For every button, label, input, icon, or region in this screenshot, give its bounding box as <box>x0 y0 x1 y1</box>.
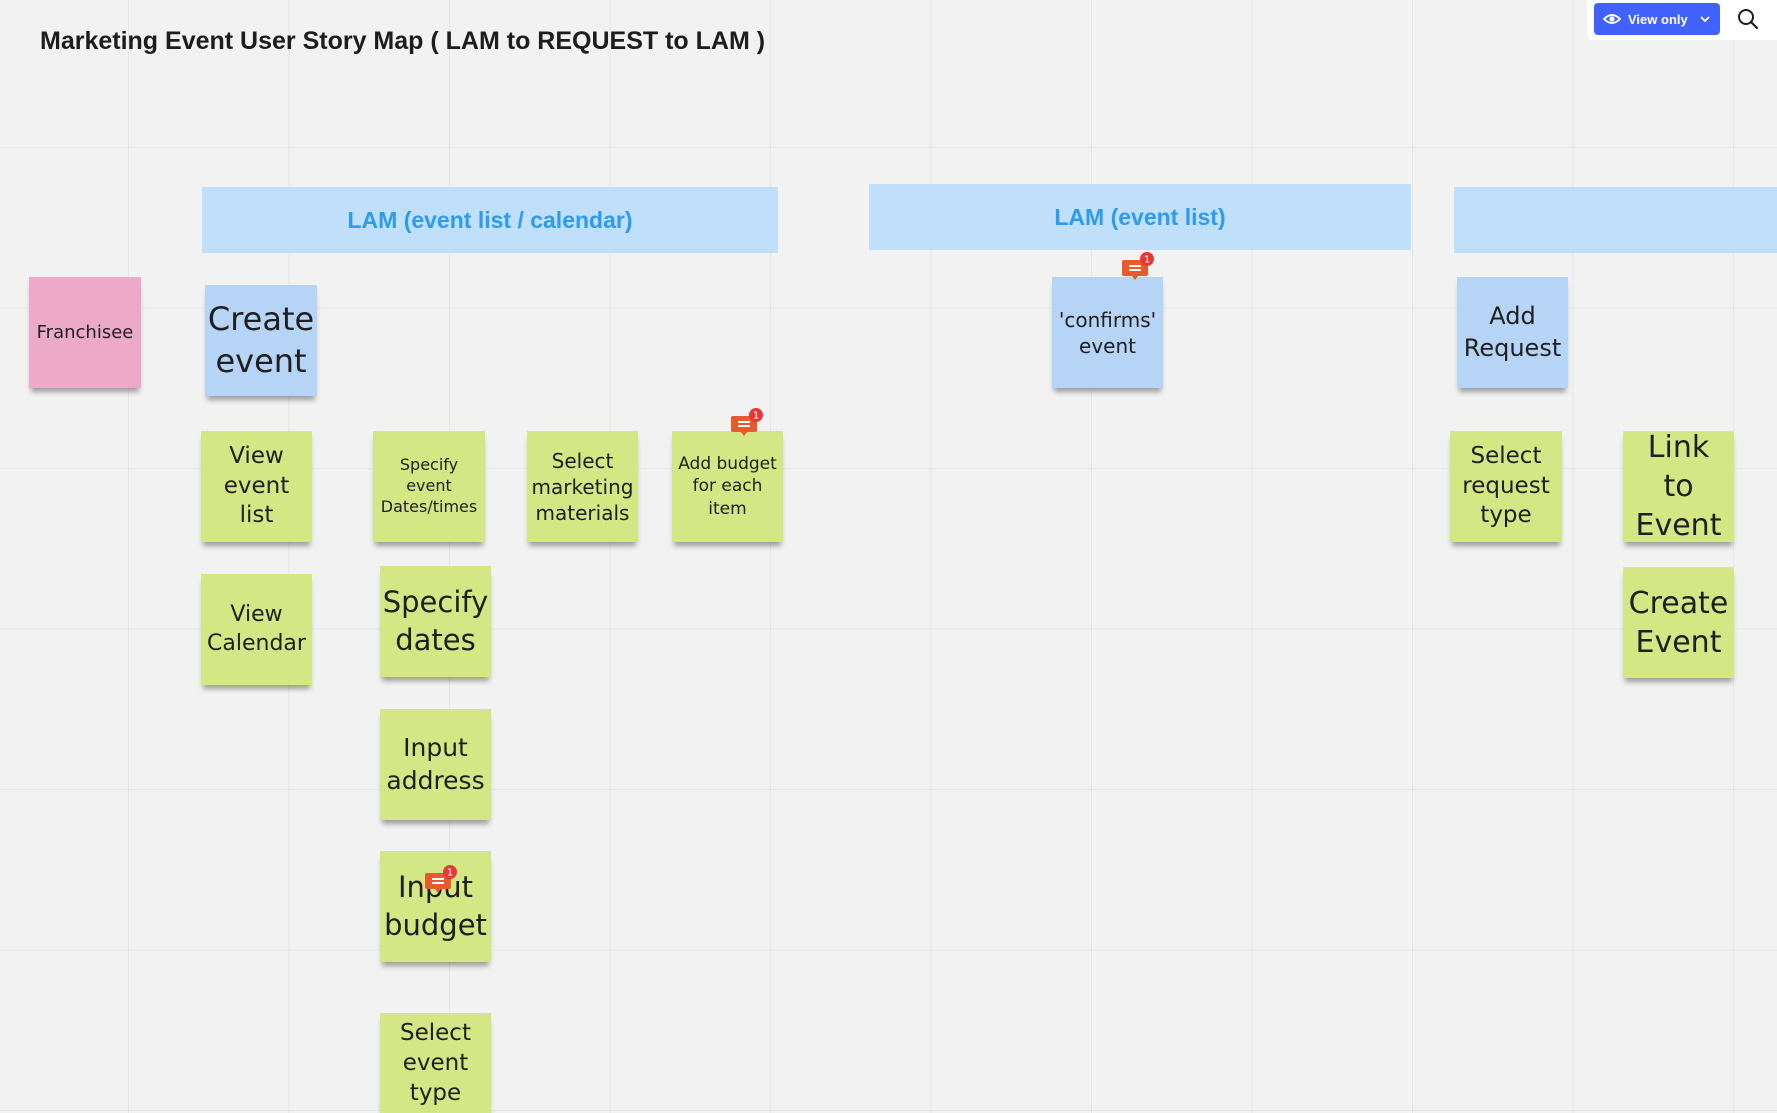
sticky-confirms-event[interactable]: 'confirms' event <box>1052 277 1163 388</box>
comment-icon[interactable]: 1 <box>1122 252 1154 282</box>
sticky-text: Create event <box>207 299 315 380</box>
comment-count: 1 <box>753 411 759 422</box>
sticky-link-to-event[interactable]: Link to Event <box>1623 430 1734 543</box>
sticky-select-event-type[interactable]: Select event type <box>380 1013 491 1113</box>
sticky-select-request-type[interactable]: Select request type <box>1450 431 1562 542</box>
sticky-text: View event list <box>223 442 290 529</box>
frame-title: LAM (event list) <box>1054 203 1226 230</box>
sticky-create-event[interactable]: Create event <box>205 285 317 396</box>
sticky-specify-event-dates[interactable]: Specify event Dates/times <box>373 431 485 542</box>
comment-icon[interactable]: 1 <box>425 865 457 895</box>
board-title: Marketing Event User Story Map ( LAM to … <box>40 27 766 55</box>
comment-count: 1 <box>1144 255 1150 266</box>
frame-lam-event-list-calendar[interactable]: LAM (event list / calendar) <box>202 187 778 253</box>
sticky-text: Specify dates <box>382 584 489 657</box>
sticky-text: Select marketing materials <box>531 448 634 525</box>
view-only-button[interactable]: View only <box>1594 3 1720 35</box>
sticky-input-budget[interactable]: Input budget <box>380 851 491 962</box>
sticky-add-budget-each-item[interactable]: Add budget for each item <box>672 431 783 542</box>
sticky-view-event-list[interactable]: View event list <box>201 431 312 542</box>
sticky-text: Select request type <box>1462 442 1550 529</box>
sticky-text: Link to Event <box>1635 430 1722 543</box>
frame-lam-event-list[interactable]: LAM (event list) <box>869 184 1411 250</box>
sticky-add-request[interactable]: Add Request <box>1457 277 1568 388</box>
sticky-text: Add Request <box>1463 302 1562 362</box>
sticky-franchisee[interactable]: Franchisee <box>29 277 141 388</box>
sticky-input-address[interactable]: Input address <box>380 709 491 820</box>
sticky-text: Input address <box>386 733 485 795</box>
sticky-view-calendar[interactable]: View Calendar <box>201 574 312 685</box>
sticky-text: Specify event Dates/times <box>380 455 478 516</box>
sticky-text: Add budget for each item <box>678 454 777 519</box>
sticky-select-marketing-materials[interactable]: Select marketing materials <box>527 431 638 542</box>
eye-icon <box>1602 9 1622 29</box>
comment-icon[interactable]: 1 <box>731 408 763 438</box>
sticky-text: 'confirms' event <box>1058 307 1157 358</box>
sticky-text: Create Event <box>1628 585 1729 660</box>
comment-count: 1 <box>447 868 453 879</box>
sticky-specify-dates[interactable]: Specify dates <box>380 566 491 677</box>
frame-request[interactable] <box>1454 187 1777 253</box>
view-only-label: View only <box>1628 11 1688 27</box>
search-icon[interactable] <box>1736 7 1760 31</box>
sticky-text: Franchisee <box>36 321 134 343</box>
sticky-text: View Calendar <box>207 601 306 656</box>
sticky-create-event-2[interactable]: Create Event <box>1623 567 1734 678</box>
chevron-down-icon <box>1700 14 1710 24</box>
frame-title: LAM (event list / calendar) <box>347 206 633 233</box>
sticky-text: Select event type <box>400 1020 471 1106</box>
